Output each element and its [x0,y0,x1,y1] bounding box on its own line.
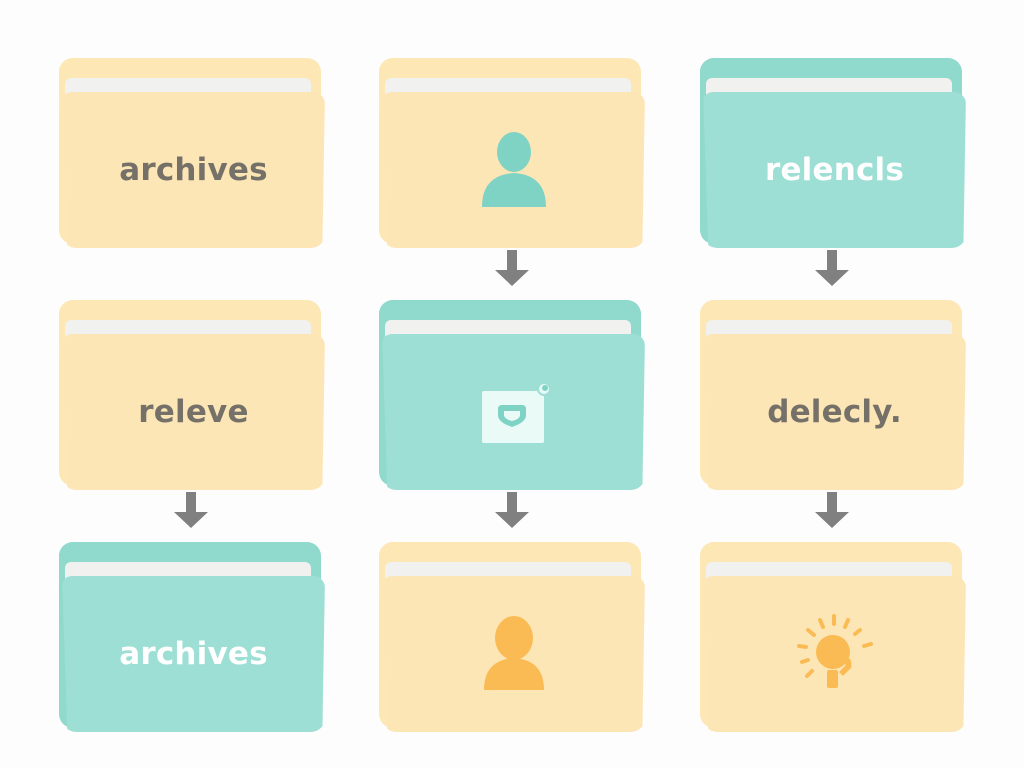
arrow-down-icon [495,250,529,286]
folder-front: releve [62,334,325,490]
folder-relencls[interactable]: relencls [700,58,966,250]
arrow-down-icon [495,492,529,528]
folder-delecly[interactable]: delecly. [700,300,966,492]
folder-archives-top[interactable]: archives [59,58,325,250]
badge-card-icon [476,379,552,445]
folder-idea[interactable] [700,542,966,734]
folder-front [382,576,645,732]
user-icon [482,616,546,692]
arrow-down-icon [815,250,849,286]
user-icon [479,131,549,209]
folder-label: relencls [764,152,905,188]
folder-front: archives [62,92,325,248]
folder-front: relencls [703,92,966,248]
folder-label: archives [119,152,268,188]
folder-label: archives [119,636,268,672]
folder-archives-bottom[interactable]: archives [59,542,325,734]
folder-front [703,576,966,732]
folder-front [382,334,645,490]
lightbulb-icon [793,612,877,696]
folder-front: delecly. [703,334,966,490]
folder-label: delecly. [767,394,902,430]
folder-user-orange[interactable] [379,542,645,734]
folder-badge[interactable] [379,300,645,492]
arrow-down-icon [815,492,849,528]
folder-user-teal[interactable] [379,58,645,250]
folder-releve[interactable]: releve [59,300,325,492]
folder-front [382,92,645,248]
folder-front: archives [62,576,325,732]
folder-label: releve [138,394,249,430]
arrow-down-icon [174,492,208,528]
